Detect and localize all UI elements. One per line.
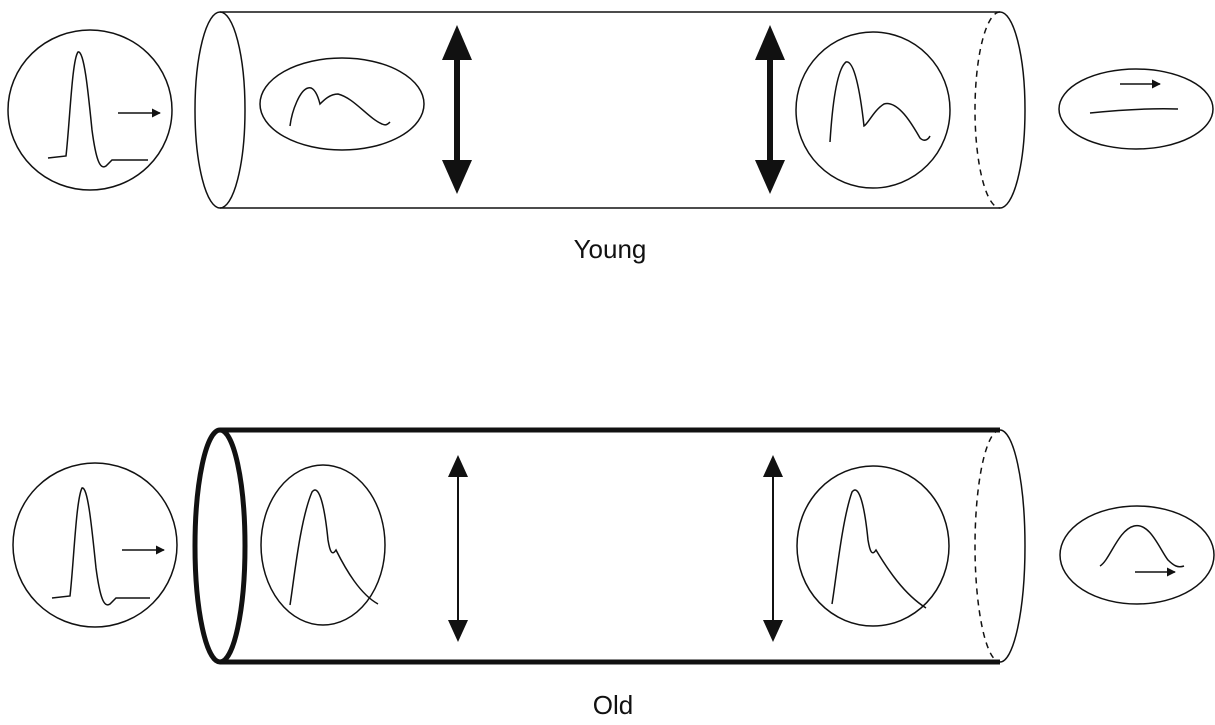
old-double-arrow-distal: [763, 455, 783, 642]
young-distal-wave: [795, 31, 951, 189]
old-vessel-tube: [192, 427, 1026, 665]
young-label: Young: [574, 234, 647, 264]
young-input-wave-circle: [7, 29, 173, 191]
young-double-arrow-proximal: [442, 25, 472, 194]
young-double-arrow-distal: [755, 25, 785, 194]
young-proximal-wave: [259, 57, 425, 151]
young-panel: [7, 11, 1214, 209]
old-outflow: [1059, 505, 1215, 605]
young-outflow: [1058, 68, 1214, 150]
old-proximal-wave: [260, 464, 386, 626]
young-distensibility-arrows: [442, 25, 785, 194]
old-input-wave-circle: [12, 462, 178, 628]
old-panel: [12, 427, 1215, 665]
old-double-arrow-proximal: [448, 455, 468, 642]
old-distensibility-arrows: [448, 455, 783, 642]
old-label: Old: [593, 690, 633, 720]
young-vessel-tube: [194, 11, 1026, 209]
old-distal-wave: [796, 465, 950, 627]
